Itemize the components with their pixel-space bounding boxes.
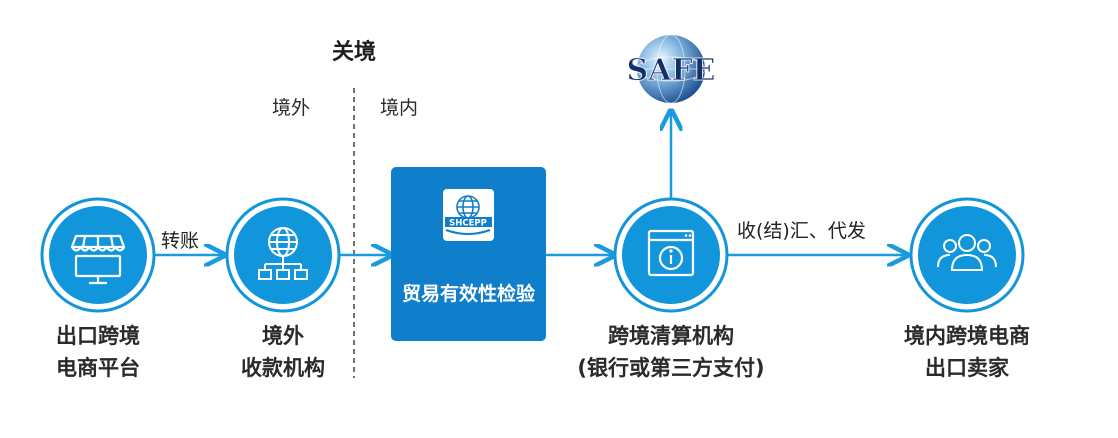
- node-platform-label-line1: 出口跨境: [56, 324, 140, 348]
- overseas-side-label: 境外: [272, 97, 311, 119]
- verification-label: 贸易有效性检验: [401, 283, 535, 305]
- node-collector-label-line1: 境外: [262, 324, 304, 348]
- node-platform-label-line2: 电商平台: [56, 356, 140, 380]
- verification-box: [391, 167, 546, 341]
- domestic-side-label: 境内: [380, 97, 419, 119]
- node-collector-label-line2: 收款机构: [241, 356, 325, 380]
- node-seller-label: 境内跨境电商 出口卖家: [867, 320, 1067, 384]
- node-collector-label: 境外 收款机构: [203, 320, 363, 384]
- info-window-icon: [647, 229, 695, 277]
- page-title: 关境: [331, 40, 376, 65]
- network-globe-icon: [258, 227, 308, 280]
- users-group-icon: [937, 234, 997, 271]
- shcepp-logo-text: SHCEPP: [449, 219, 487, 229]
- node-platform: [40, 197, 156, 313]
- node-clearing-label: 跨境清算机构 (银行或第三方支付): [541, 320, 801, 384]
- node-platform-label: 出口跨境 电商平台: [18, 320, 178, 384]
- node-seller-label-line2: 出口卖家: [925, 356, 1009, 380]
- edge-label-settle: 收(结)汇、代发: [737, 220, 866, 242]
- node-overseas-collector: [225, 197, 341, 313]
- node-clearing-label-line1: 跨境清算机构: [608, 324, 734, 348]
- node-seller: [909, 197, 1025, 313]
- shop-icon: [70, 234, 126, 285]
- node-seller-label-line1: 境内跨境电商: [904, 324, 1030, 348]
- edge-label-transfer: 转账: [161, 230, 200, 252]
- info-dot: [669, 249, 673, 253]
- node-clearing: [613, 197, 729, 313]
- node-clearing-label-line2: (银行或第三方支付): [577, 356, 765, 380]
- safe-logo: SAFE: [626, 34, 716, 104]
- safe-logo-text: SAFE: [626, 53, 715, 88]
- shcepp-logo-icon: [443, 189, 494, 241]
